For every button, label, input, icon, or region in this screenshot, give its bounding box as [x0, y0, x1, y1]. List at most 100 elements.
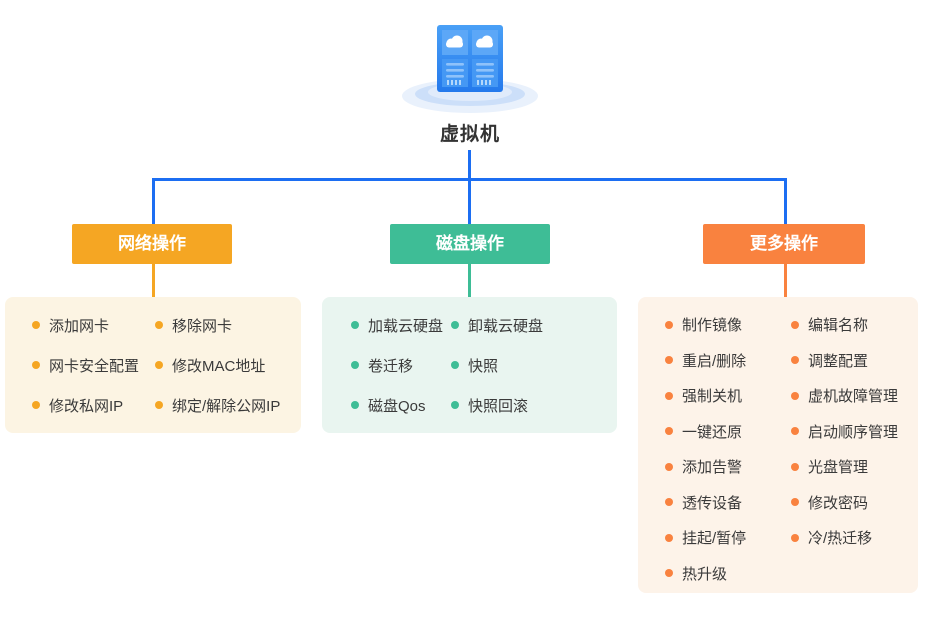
bullet-icon: [155, 321, 163, 329]
connector-drop-disk: [468, 178, 471, 224]
operation-label: 调整配置: [808, 352, 869, 370]
bullet-icon: [32, 361, 40, 369]
bullet-icon: [351, 401, 359, 409]
operation-label: 绑定/解除公网IP: [172, 397, 281, 415]
connector-drop-more: [784, 178, 787, 224]
operation-item: 网卡安全配置: [32, 345, 155, 385]
operation-label: 透传设备: [682, 494, 743, 512]
bullet-icon: [791, 498, 799, 507]
bullet-icon: [32, 321, 40, 329]
bullet-icon: [791, 427, 799, 436]
operation-label: 热升级: [682, 565, 728, 583]
operation-label: 光盘管理: [808, 459, 869, 477]
operation-label: 启动顺序管理: [808, 423, 899, 441]
operation-label: 虚机故障管理: [808, 388, 899, 406]
operation-item: 磁盘Qos: [351, 385, 451, 425]
operation-label: 卷迁移: [368, 357, 414, 375]
operation-label: 移除网卡: [172, 317, 233, 335]
operation-item: 快照回滚: [451, 385, 543, 425]
bullet-icon: [665, 462, 673, 471]
bullet-icon: [665, 533, 673, 542]
more-ops-column-2: 编辑名称 调整配置 虚机故障管理 启动顺序管理 光盘管理 修改密码 冷/热迁移: [791, 307, 898, 593]
operation-item: 挂起/暂停: [665, 520, 791, 556]
bullet-icon: [451, 401, 459, 409]
bullet-icon: [791, 462, 799, 471]
bullet-icon: [665, 356, 673, 365]
network-ops-column-2: 移除网卡 修改MAC地址 绑定/解除公网IP: [155, 305, 280, 433]
operation-item: 冷/热迁移: [791, 520, 898, 556]
stub-network-line: [152, 264, 155, 297]
bullet-icon: [791, 533, 799, 542]
branch-panel-more: 制作镜像 重启/删除 强制关机 一键还原 添加告警 透传设备 挂起/暂停 热升级…: [638, 297, 918, 593]
bullet-icon: [351, 361, 359, 369]
operation-item: 添加告警: [665, 449, 791, 485]
more-ops-column-1: 制作镜像 重启/删除 强制关机 一键还原 添加告警 透传设备 挂起/暂停 热升级: [665, 307, 791, 593]
stub-more-line: [784, 264, 787, 297]
operation-item: 虚机故障管理: [791, 378, 898, 414]
operation-item: 快照: [451, 345, 543, 385]
branch-panel-disk: 加载云硬盘 卷迁移 磁盘Qos 卸载云硬盘 快照 快照回滚: [322, 297, 617, 433]
stub-disk-line: [468, 264, 471, 297]
bullet-icon: [155, 361, 163, 369]
operation-label: 一键还原: [682, 423, 743, 441]
bullet-icon: [155, 401, 163, 409]
operation-item: 修改密码: [791, 485, 898, 521]
operation-label: 挂起/暂停: [682, 530, 747, 548]
operation-item: 绑定/解除公网IP: [155, 385, 280, 425]
bullet-icon: [451, 361, 459, 369]
operation-item: 启动顺序管理: [791, 414, 898, 450]
operation-item: 调整配置: [791, 343, 898, 379]
operation-item: 卸载云硬盘: [451, 305, 543, 345]
connector-trunk-line: [468, 150, 471, 179]
cloud-icon: [476, 35, 493, 48]
bullet-icon: [351, 321, 359, 329]
operation-item: 移除网卡: [155, 305, 280, 345]
operation-label: 修改密码: [808, 494, 869, 512]
operation-label: 快照回滚: [468, 397, 529, 415]
operation-label: 制作镜像: [682, 317, 743, 335]
operation-item: 修改私网IP: [32, 385, 155, 425]
network-ops-column-1: 添加网卡 网卡安全配置 修改私网IP: [32, 305, 155, 433]
operation-label: 加载云硬盘: [368, 317, 444, 335]
operation-label: 快照: [468, 357, 499, 375]
operation-item: 编辑名称: [791, 307, 898, 343]
operation-item: 强制关机: [665, 378, 791, 414]
branch-header-network: 网络操作: [72, 224, 232, 264]
operation-label: 重启/删除: [682, 352, 747, 370]
operation-label: 编辑名称: [808, 317, 869, 335]
operation-item: 卷迁移: [351, 345, 451, 385]
operation-label: 强制关机: [682, 388, 743, 406]
bullet-icon: [791, 391, 799, 400]
bullet-icon: [665, 320, 673, 329]
operation-label: 网卡安全配置: [49, 357, 140, 375]
operation-label: 修改私网IP: [49, 397, 124, 415]
branch-header-more: 更多操作: [703, 224, 865, 264]
disk-ops-column-2: 卸载云硬盘 快照 快照回滚: [451, 305, 543, 433]
operation-item: 热升级: [665, 556, 791, 592]
vm-server-icon: [402, 25, 538, 113]
operation-label: 卸载云硬盘: [468, 317, 544, 335]
bullet-icon: [665, 498, 673, 507]
bullet-icon: [665, 427, 673, 436]
bullet-icon: [32, 401, 40, 409]
operation-item: 制作镜像: [665, 307, 791, 343]
bullet-icon: [665, 569, 673, 578]
operation-item: 加载云硬盘: [351, 305, 451, 345]
operation-label: 磁盘Qos: [368, 397, 426, 415]
operation-item: 重启/删除: [665, 343, 791, 379]
operation-label: 修改MAC地址: [172, 357, 266, 375]
bullet-icon: [665, 391, 673, 400]
branch-panel-network: 添加网卡 网卡安全配置 修改私网IP 移除网卡 修改MAC地址 绑定/解除公网I…: [5, 297, 301, 433]
branch-header-disk: 磁盘操作: [390, 224, 550, 264]
operation-label: 冷/热迁移: [808, 530, 873, 548]
vm-title: 虚拟机: [439, 124, 500, 145]
operation-item: 添加网卡: [32, 305, 155, 345]
bullet-icon: [791, 356, 799, 365]
operation-label: 添加告警: [682, 459, 743, 477]
bullet-icon: [451, 321, 459, 329]
bullet-icon: [791, 320, 799, 329]
connector-drop-network: [152, 178, 155, 224]
operation-item: 修改MAC地址: [155, 345, 280, 385]
operation-item: 光盘管理: [791, 449, 898, 485]
